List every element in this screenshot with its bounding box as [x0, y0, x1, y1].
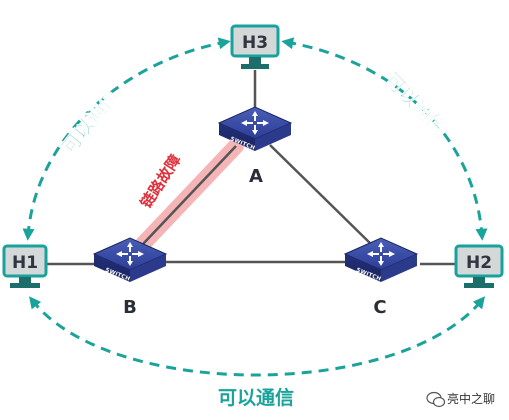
switch-a: SWITCH [217, 106, 293, 152]
host-h3: H3 [230, 24, 280, 69]
comm-label-h1-h3: 可以通信 [57, 84, 122, 158]
switch-arrows-icon [241, 111, 269, 135]
watermark-text: 亮中之聊 [447, 391, 495, 406]
comm-arc-h1-h3 [22, 37, 231, 241]
host-h1: H1 [2, 244, 48, 288]
host-h1-label: H1 [12, 253, 38, 273]
link-a-c [269, 144, 376, 249]
switch-c: SWITCH [343, 237, 419, 283]
wechat-logo-icon [426, 391, 446, 408]
switch-b-label: B [123, 297, 137, 318]
host-h2: H2 [454, 244, 504, 288]
host-h3-label: H3 [242, 33, 268, 53]
switch-c-label: C [373, 297, 386, 318]
switch-arrows-icon [367, 242, 395, 266]
switch-arrows-icon [116, 242, 144, 266]
comm-label-h1-h2: 可以通信 [218, 386, 294, 409]
switch-a-label: A [249, 166, 263, 187]
switch-b: SWITCH [92, 237, 168, 283]
link-a-b-failed [142, 145, 237, 245]
comm-arc-h3-h2 [281, 37, 488, 241]
host-h2-label: H2 [466, 253, 492, 273]
watermark: 亮中之聊 [426, 391, 495, 408]
comm-label-h3-h2: 可以通信 [381, 68, 451, 138]
comm-arc-h1-h2 [29, 296, 486, 377]
